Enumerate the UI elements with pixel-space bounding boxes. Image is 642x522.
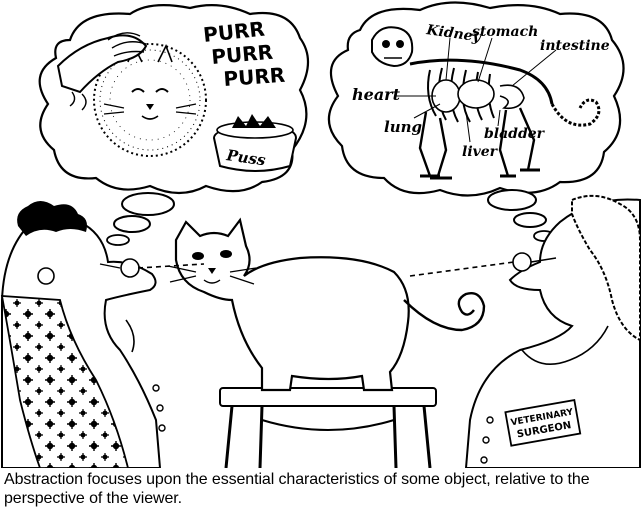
food-bowl-drawing: Puss — [212, 114, 298, 172]
label-lung: lung — [384, 118, 422, 136]
fluffy-cat-drawing — [93, 43, 207, 157]
cat-drawing — [167, 217, 486, 392]
sight-line-right — [409, 261, 515, 277]
bubble-puff — [513, 212, 547, 228]
label-bladder: bladder — [484, 126, 546, 142]
label-heart: heart — [352, 85, 401, 104]
sight-line-left — [137, 263, 205, 269]
label-stomach: stomach — [472, 24, 538, 40]
anatomy-labels: Kidney stomach intestine heart lung blad… — [352, 22, 610, 160]
abstraction-illustration: PURR PURR PURR Puss — [0, 1, 641, 468]
bubble-puff — [121, 192, 175, 216]
stool-drawing — [219, 387, 437, 468]
sight-lines — [137, 261, 515, 277]
purr-word: PURR — [210, 40, 274, 69]
veterinary-surgeon-badge: VETERINARY SURGEON — [504, 398, 582, 447]
cat-skeleton-drawing — [371, 26, 601, 180]
purr-text: PURR PURR PURR — [202, 17, 286, 91]
bubble-puff — [106, 234, 130, 246]
bowl-label: Puss — [224, 146, 267, 169]
pet-owner-figure — [0, 201, 166, 468]
caption-line-2: perspective of the viewer. — [4, 490, 182, 507]
bubble-puff — [487, 189, 537, 211]
label-liver: liver — [462, 144, 499, 160]
thought-bubble-veterinarian: Kidney stomach intestine heart lung blad… — [327, 1, 625, 242]
purr-word: PURR — [223, 63, 286, 91]
caption-line-1: Abstraction focuses upon the essential c… — [4, 471, 590, 488]
veterinarian-figure: VETERINARY SURGEON — [464, 194, 641, 468]
label-kidney: Kidney — [424, 22, 482, 46]
figure-caption: Abstraction focuses upon the essential c… — [4, 470, 638, 508]
bubble-puff — [113, 215, 151, 233]
petting-hand-drawing — [56, 32, 148, 111]
label-intestine: intestine — [540, 38, 610, 54]
thought-bubble-pet-owner: PURR PURR PURR Puss — [38, 3, 310, 246]
